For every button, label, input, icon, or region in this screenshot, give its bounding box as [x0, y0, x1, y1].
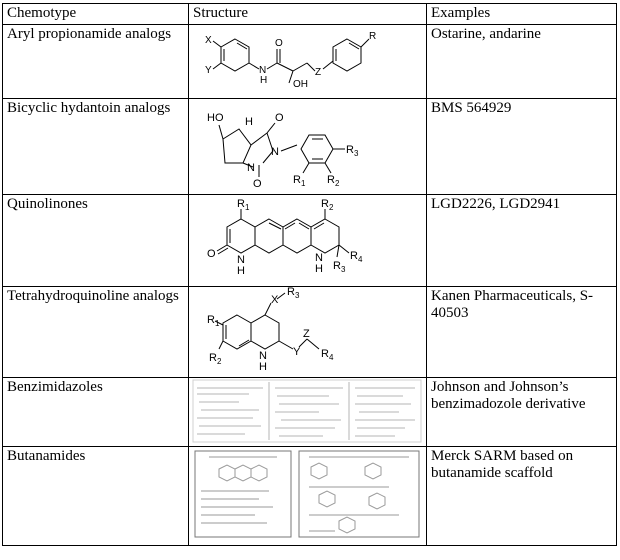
struct-label: R	[327, 174, 335, 186]
struct-label: R	[333, 260, 341, 272]
struct-label: R	[237, 198, 245, 210]
header-chemotype: Chemotype	[2, 3, 189, 25]
table-row: Bicyclic hydantoin analogs HO H O	[2, 98, 617, 195]
struct-label: N	[271, 146, 279, 158]
struct-label: R	[350, 250, 358, 262]
struct-label: R	[287, 287, 295, 298]
examples-cell: Merck SARM based on butanamide scaffold	[426, 446, 617, 546]
struct-label: R	[346, 144, 354, 156]
struct-label: X	[271, 294, 279, 306]
struct-label: 3	[341, 265, 346, 274]
struct-label: Y	[205, 65, 212, 76]
examples-cell: Johnson and Johnson’s benzimadozole deri…	[426, 377, 617, 447]
struct-label: N	[247, 162, 255, 174]
struct-label: 4	[358, 255, 363, 264]
table-row: Butanamides	[2, 446, 617, 546]
table-row: Tetrahydroquinoline analogs X R 3 R 1 R	[2, 286, 617, 378]
struct-label: H	[245, 116, 253, 128]
struct-label: H	[259, 361, 267, 373]
struct-label: OH	[293, 79, 308, 90]
struct-label: R	[321, 198, 329, 210]
struct-label: R	[207, 314, 215, 326]
examples-cell: BMS 564929	[426, 98, 617, 195]
struct-label: 3	[354, 149, 359, 158]
struct-label: Z	[315, 67, 321, 78]
chemotype-table: Chemotype Structure Examples Aryl propio…	[2, 3, 617, 546]
struct-label: 2	[335, 179, 340, 188]
structure-cell: X R 3 R 1 R 2 N H Y Z R 4	[188, 286, 427, 378]
butanamide-figure	[194, 450, 420, 538]
examples-cell: LGD2226, LGD2941	[426, 194, 617, 287]
struct-label: 2	[329, 203, 334, 212]
table-row: Quinolinones R 1 R 2	[2, 194, 617, 287]
aryl-propionamide-structure: X Y N H O OH Z R	[205, 31, 376, 90]
struct-label: N	[259, 65, 266, 76]
table-row: Aryl propionamide analogs X Y	[2, 24, 617, 99]
struct-label: O	[275, 112, 284, 124]
header-examples: Examples	[426, 3, 617, 25]
chemotype-cell: Quinolinones	[2, 194, 189, 287]
structure-cell: R 1 R 2 O N H N H R 3 R 4	[188, 194, 427, 287]
struct-label: H	[237, 265, 245, 277]
struct-label: N	[259, 350, 267, 362]
struct-label: HO	[207, 112, 224, 124]
bicyclic-hydantoin-structure: HO H O O N N R 1 R 2 R 3	[207, 112, 359, 190]
struct-label: R	[369, 31, 376, 42]
struct-label: 3	[295, 291, 300, 300]
struct-label: O	[207, 248, 216, 260]
struct-label: 1	[245, 203, 250, 212]
structure-cell	[188, 377, 427, 447]
struct-label: 4	[329, 353, 334, 362]
struct-label: N	[315, 252, 323, 264]
chemotype-cell: Aryl propionamide analogs	[2, 24, 189, 99]
chemotype-cell: Tetrahydroquinoline analogs	[2, 286, 189, 378]
struct-label: R	[293, 174, 301, 186]
chemotype-cell: Bicyclic hydantoin analogs	[2, 98, 189, 195]
chemotype-cell: Butanamides	[2, 446, 189, 546]
chemotype-cell: Benzimidazoles	[2, 377, 189, 447]
examples-cell: Ostarine, andarine	[426, 24, 617, 99]
struct-label: 1	[215, 319, 220, 328]
struct-label: H	[315, 263, 323, 275]
structure-cell: X Y N H O OH Z R	[188, 24, 427, 99]
struct-label: N	[237, 254, 245, 266]
struct-label: 1	[301, 179, 306, 188]
tetrahydroquinoline-structure: X R 3 R 1 R 2 N H Y Z R 4	[207, 287, 334, 373]
struct-label: Y	[293, 346, 301, 358]
struct-label: X	[205, 35, 212, 46]
quinolinone-structure: R 1 R 2 O N H N H R 3 R 4	[207, 198, 363, 277]
header-row: Chemotype Structure Examples	[2, 3, 617, 25]
examples-cell: Kanen Pharmaceuticals, S-40503	[426, 286, 617, 378]
struct-label: R	[321, 348, 329, 360]
header-structure: Structure	[188, 3, 427, 25]
benzimidazole-figure	[192, 379, 422, 443]
struct-label: H	[260, 75, 267, 86]
struct-label: O	[253, 178, 262, 190]
struct-label: O	[275, 38, 283, 49]
struct-label: 2	[217, 357, 222, 366]
struct-label: R	[209, 352, 217, 364]
table-row: Benzimidazoles	[2, 377, 617, 447]
struct-label: Z	[303, 328, 310, 340]
structure-cell	[188, 446, 427, 546]
structure-cell: HO H O O N N R 1 R 2 R 3	[188, 98, 427, 195]
